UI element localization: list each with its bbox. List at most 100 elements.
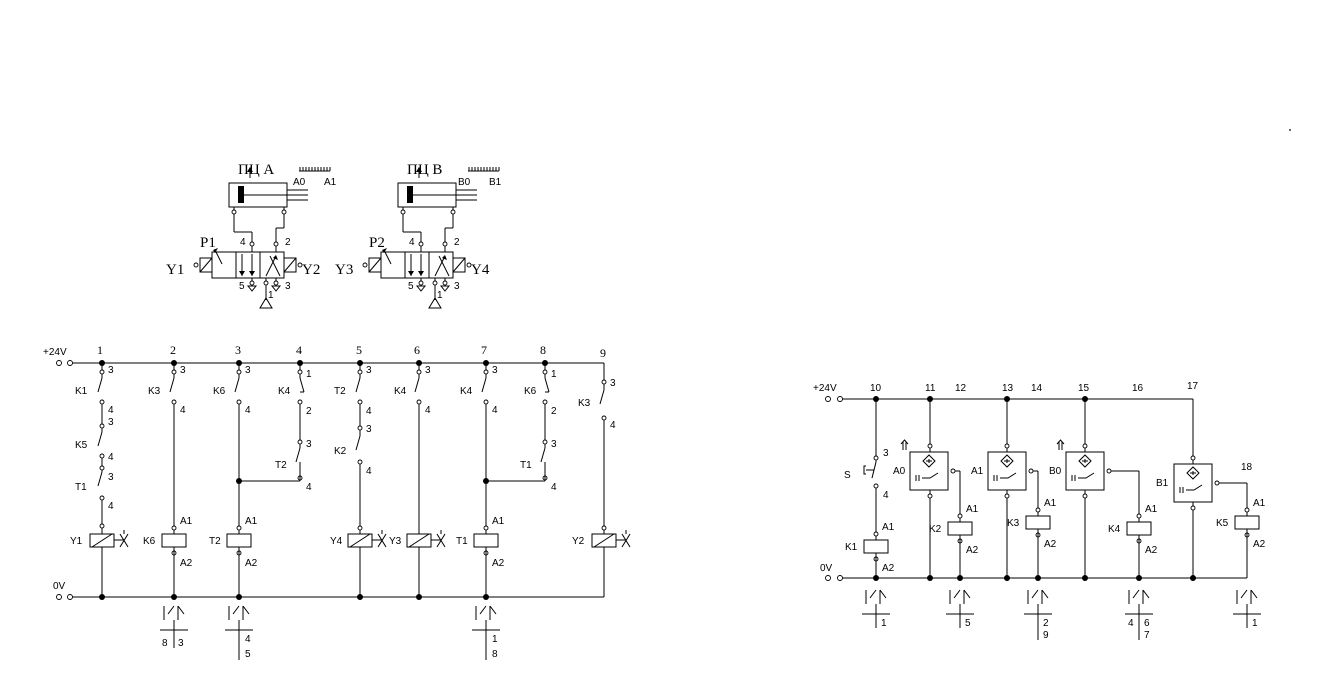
cylinder-b-ruler [468, 167, 500, 172]
contact-k6-label: K6 [524, 386, 537, 397]
right-crossref-k4: 4 6 7 [1125, 589, 1153, 641]
relay-k4-coil [1126, 521, 1152, 536]
right-line-number: 11 [925, 383, 936, 394]
relay-k5-coil [1234, 515, 1260, 530]
contact-number: 4 [366, 466, 372, 477]
left-line-3: 3 K6 4 A1 T2 A2 [209, 363, 300, 597]
left-crossref-t2: 4 5 [225, 605, 253, 660]
valve-a-body [211, 251, 285, 279]
valve-a-port4: 4 [240, 237, 246, 248]
crossref-number: 1 [1252, 618, 1258, 629]
right-line-number: 18 [1241, 462, 1253, 473]
sensor-b0-label: B0 [458, 177, 471, 188]
contact-k6-label: K6 [213, 386, 226, 397]
contact-number: 4 [306, 482, 312, 493]
contact-t2-label: T2 [275, 460, 287, 471]
coil-terminal: A2 [882, 563, 895, 574]
coil-terminal: A1 [492, 516, 505, 527]
left-supply-label: +24V [43, 347, 67, 358]
contact-k2-label: K2 [334, 446, 347, 457]
relay-k6-label: K6 [143, 536, 156, 547]
left-line-number: 2 [170, 343, 176, 357]
left-line-number: 9 [600, 346, 606, 360]
crossref-number: 8 [162, 638, 168, 649]
relay-k1-label: K1 [845, 542, 858, 553]
left-line-number: 3 [235, 343, 241, 357]
contact-number: 3 [366, 424, 372, 435]
cylinder-b-title: ПЦ В [407, 162, 442, 178]
coil-terminal: A2 [180, 558, 193, 569]
timer-t2-label: T2 [209, 536, 221, 547]
contact-t1-label: T1 [75, 482, 87, 493]
contact-k4-label: K4 [278, 386, 291, 397]
sensor-a0-box [909, 451, 949, 491]
right-supply-label: +24V [813, 383, 837, 394]
coil-terminal: A2 [1044, 539, 1057, 550]
right-ground-label: 0V [820, 563, 833, 574]
sensor-a1-box [987, 451, 1027, 491]
crossref-number: 5 [965, 618, 971, 629]
left-line-5: 3 T2 4 3 K2 4 Y4 [330, 363, 387, 597]
contact-k1-label: K1 [75, 386, 88, 397]
left-line-number: 1 [97, 343, 103, 357]
sensor-a0-ladder-label: A0 [893, 466, 906, 477]
contact-k4-label: K4 [460, 386, 473, 397]
right-line-number: 16 [1132, 383, 1144, 394]
start-button-s-label[interactable]: S [844, 470, 851, 481]
sensor-b0-ladder-label: B0 [1049, 466, 1062, 477]
relay-k2-coil [947, 521, 973, 536]
contact-number: 3 [883, 448, 889, 459]
contact-number: 3 [108, 365, 114, 376]
left-ground-label: 0V [53, 581, 66, 592]
sensor-b1-label: B1 [489, 177, 502, 188]
sensor-a0-label: A0 [293, 177, 306, 188]
sensor-b1-ladder-label: B1 [1156, 478, 1169, 489]
relay-k1-coil [863, 539, 889, 554]
left-line-6: 3 K4 4 Y3 [389, 363, 446, 597]
valve-a-port5: 5 [239, 281, 245, 292]
valve-a-port2: 2 [285, 237, 291, 248]
solenoid-y2-label: Y2 [302, 262, 320, 278]
coil-terminal: A1 [882, 522, 895, 533]
contact-number: 1 [551, 369, 557, 380]
crossref-number: 5 [245, 649, 251, 660]
left-line-number: 5 [356, 343, 362, 357]
left-line-4: 1 K4 2 3 T2 4 [275, 363, 312, 493]
relay-k3-coil [1025, 515, 1051, 530]
contact-number: 3 [306, 439, 312, 450]
right-line-13: A1 A1 K3 A2 [971, 399, 1057, 578]
relay-k3-label: K3 [1007, 518, 1020, 529]
contact-number: 2 [306, 406, 312, 417]
solenoid-y1-label: Y1 [166, 262, 184, 278]
contact-number: 4 [366, 406, 372, 417]
right-line-number: 15 [1078, 383, 1090, 394]
right-crossref-k5: 1 [1233, 589, 1261, 629]
crossref-number: 2 [1043, 618, 1049, 629]
right-line-17: B1 A1 K5 A2 [1156, 399, 1266, 578]
coil-terminal: A1 [966, 504, 979, 515]
valve-b-body [380, 251, 454, 279]
crossref-number: 4 [245, 634, 251, 645]
left-crossref-k6: 8 3 [160, 605, 188, 649]
coil-terminal: A1 [1044, 498, 1057, 509]
right-line-number: 17 [1187, 381, 1199, 392]
contact-number: 4 [108, 501, 114, 512]
left-line-8: 1 K6 2 3 T1 4 [520, 363, 557, 493]
contact-number: 3 [610, 378, 616, 389]
left-line-7: 3 K4 4 A1 T1 A2 [456, 363, 545, 597]
crossref-number: 3 [178, 638, 184, 649]
crossref-number: 6 [1144, 618, 1150, 629]
pilot-p2-label: P2 [369, 235, 385, 251]
left-line-number: 6 [414, 343, 420, 357]
left-supply-terminal [56, 360, 62, 366]
right-line-number: 14 [1031, 383, 1043, 394]
contact-k3-label: K3 [148, 386, 161, 397]
coil-terminal: A2 [1253, 539, 1266, 550]
crossref-number: 1 [492, 634, 498, 645]
valve-b-port1: 1 [437, 290, 443, 301]
right-crossref-k2: 5 [946, 589, 974, 629]
left-line-1: 3 K1 4 3 K5 4 3 T1 4 Y1 [70, 363, 129, 597]
cylinder-b-group: ПЦ В B0 B1 4 2 P2 Y3 [335, 162, 502, 309]
sensor-b0-box [1065, 451, 1105, 491]
